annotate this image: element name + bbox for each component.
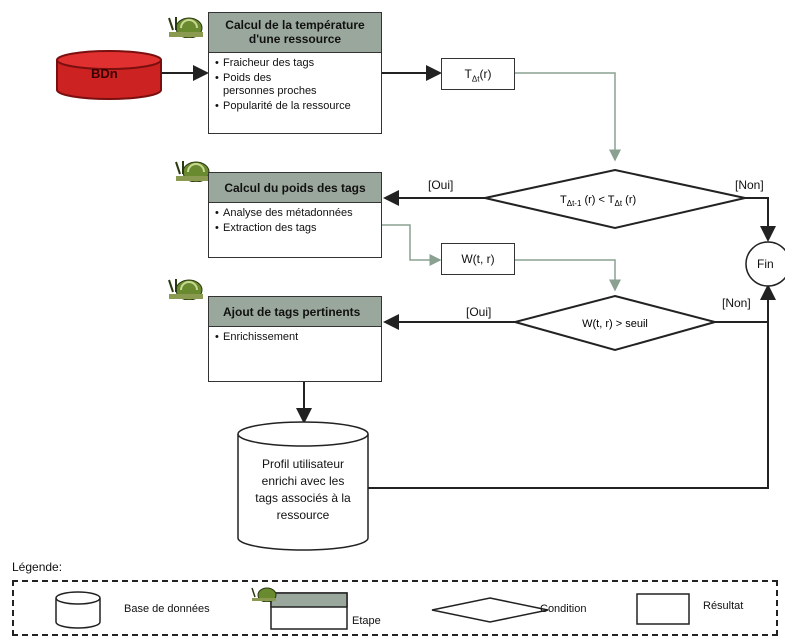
step-ajout: Ajout de tags pertinents Enrichissement xyxy=(208,296,382,382)
list-item: Popularité de la ressource xyxy=(215,100,377,113)
condition-temperature-diamond xyxy=(484,168,746,230)
legend-title: Légende: xyxy=(12,560,63,574)
list-item: Extraction des tags xyxy=(215,222,377,235)
branch-no-label: [Non] xyxy=(735,178,764,192)
legend-database-shape xyxy=(55,591,101,629)
legend-result-label: Résultat xyxy=(703,600,744,612)
profile-line: Profil utilisateur xyxy=(261,457,345,471)
snail-icon xyxy=(168,279,203,300)
condition-weight-label: W(t, r) > seuil xyxy=(582,318,648,330)
result-temperature: TΔt(r) xyxy=(441,58,515,90)
legend-result-shape xyxy=(636,593,690,625)
end-label: Fin xyxy=(757,257,774,271)
legend-step-shape xyxy=(270,592,348,630)
result-weight: W(t, r) xyxy=(441,243,515,275)
list-item: Fraicheur des tags xyxy=(215,57,377,70)
snail-icon xyxy=(251,587,277,602)
bdn-database xyxy=(56,50,162,100)
snail-icon xyxy=(175,161,210,182)
profile-line: tags associés à la xyxy=(255,491,351,505)
bdn-label: BDn xyxy=(91,66,118,81)
arrow-poids-to-weight xyxy=(380,224,442,266)
arrow-weight-to-condition xyxy=(515,259,621,292)
step-temperature-title-2: d'une ressource xyxy=(248,32,342,46)
legend-step-label: Etape xyxy=(352,615,381,627)
step-temperature-title: Calcul de la température xyxy=(225,18,365,32)
list-item: Enrichissement xyxy=(215,331,377,344)
snail-icon xyxy=(168,17,203,38)
branch-no-label: [Non] xyxy=(722,296,751,310)
branch-yes-label: [Oui] xyxy=(428,178,454,192)
arrow-no-to-end xyxy=(745,197,776,242)
arrow-profile-to-end xyxy=(368,288,769,489)
list-item: Poids des personnes proches xyxy=(215,72,323,98)
step-poids-title: Calcul du poids des tags xyxy=(209,173,381,203)
profile-line: ressource xyxy=(276,508,330,522)
legend-condition-shape xyxy=(431,597,549,623)
step-poids: Calcul du poids des tags Analyse des mét… xyxy=(208,172,382,258)
list-item: Analyse des métadonnées xyxy=(215,207,377,220)
step-temperature: Calcul de la température d'une ressource… xyxy=(208,12,382,134)
legend-box xyxy=(12,580,778,636)
step-ajout-title: Ajout de tags pertinents xyxy=(209,297,381,327)
end-circle xyxy=(745,241,785,287)
profile-label: Profil utilisateur enrichi avec les tags… xyxy=(240,456,366,524)
branch-yes-label: [Oui] xyxy=(466,305,492,319)
legend-condition-label: Condition xyxy=(540,603,587,615)
condition-weight-diamond xyxy=(511,294,719,352)
profile-line: enrichi avec les xyxy=(261,474,345,488)
profile-database xyxy=(237,421,369,551)
legend-database-label: Base de données xyxy=(124,603,210,615)
arrow-result-to-condition xyxy=(515,72,621,162)
